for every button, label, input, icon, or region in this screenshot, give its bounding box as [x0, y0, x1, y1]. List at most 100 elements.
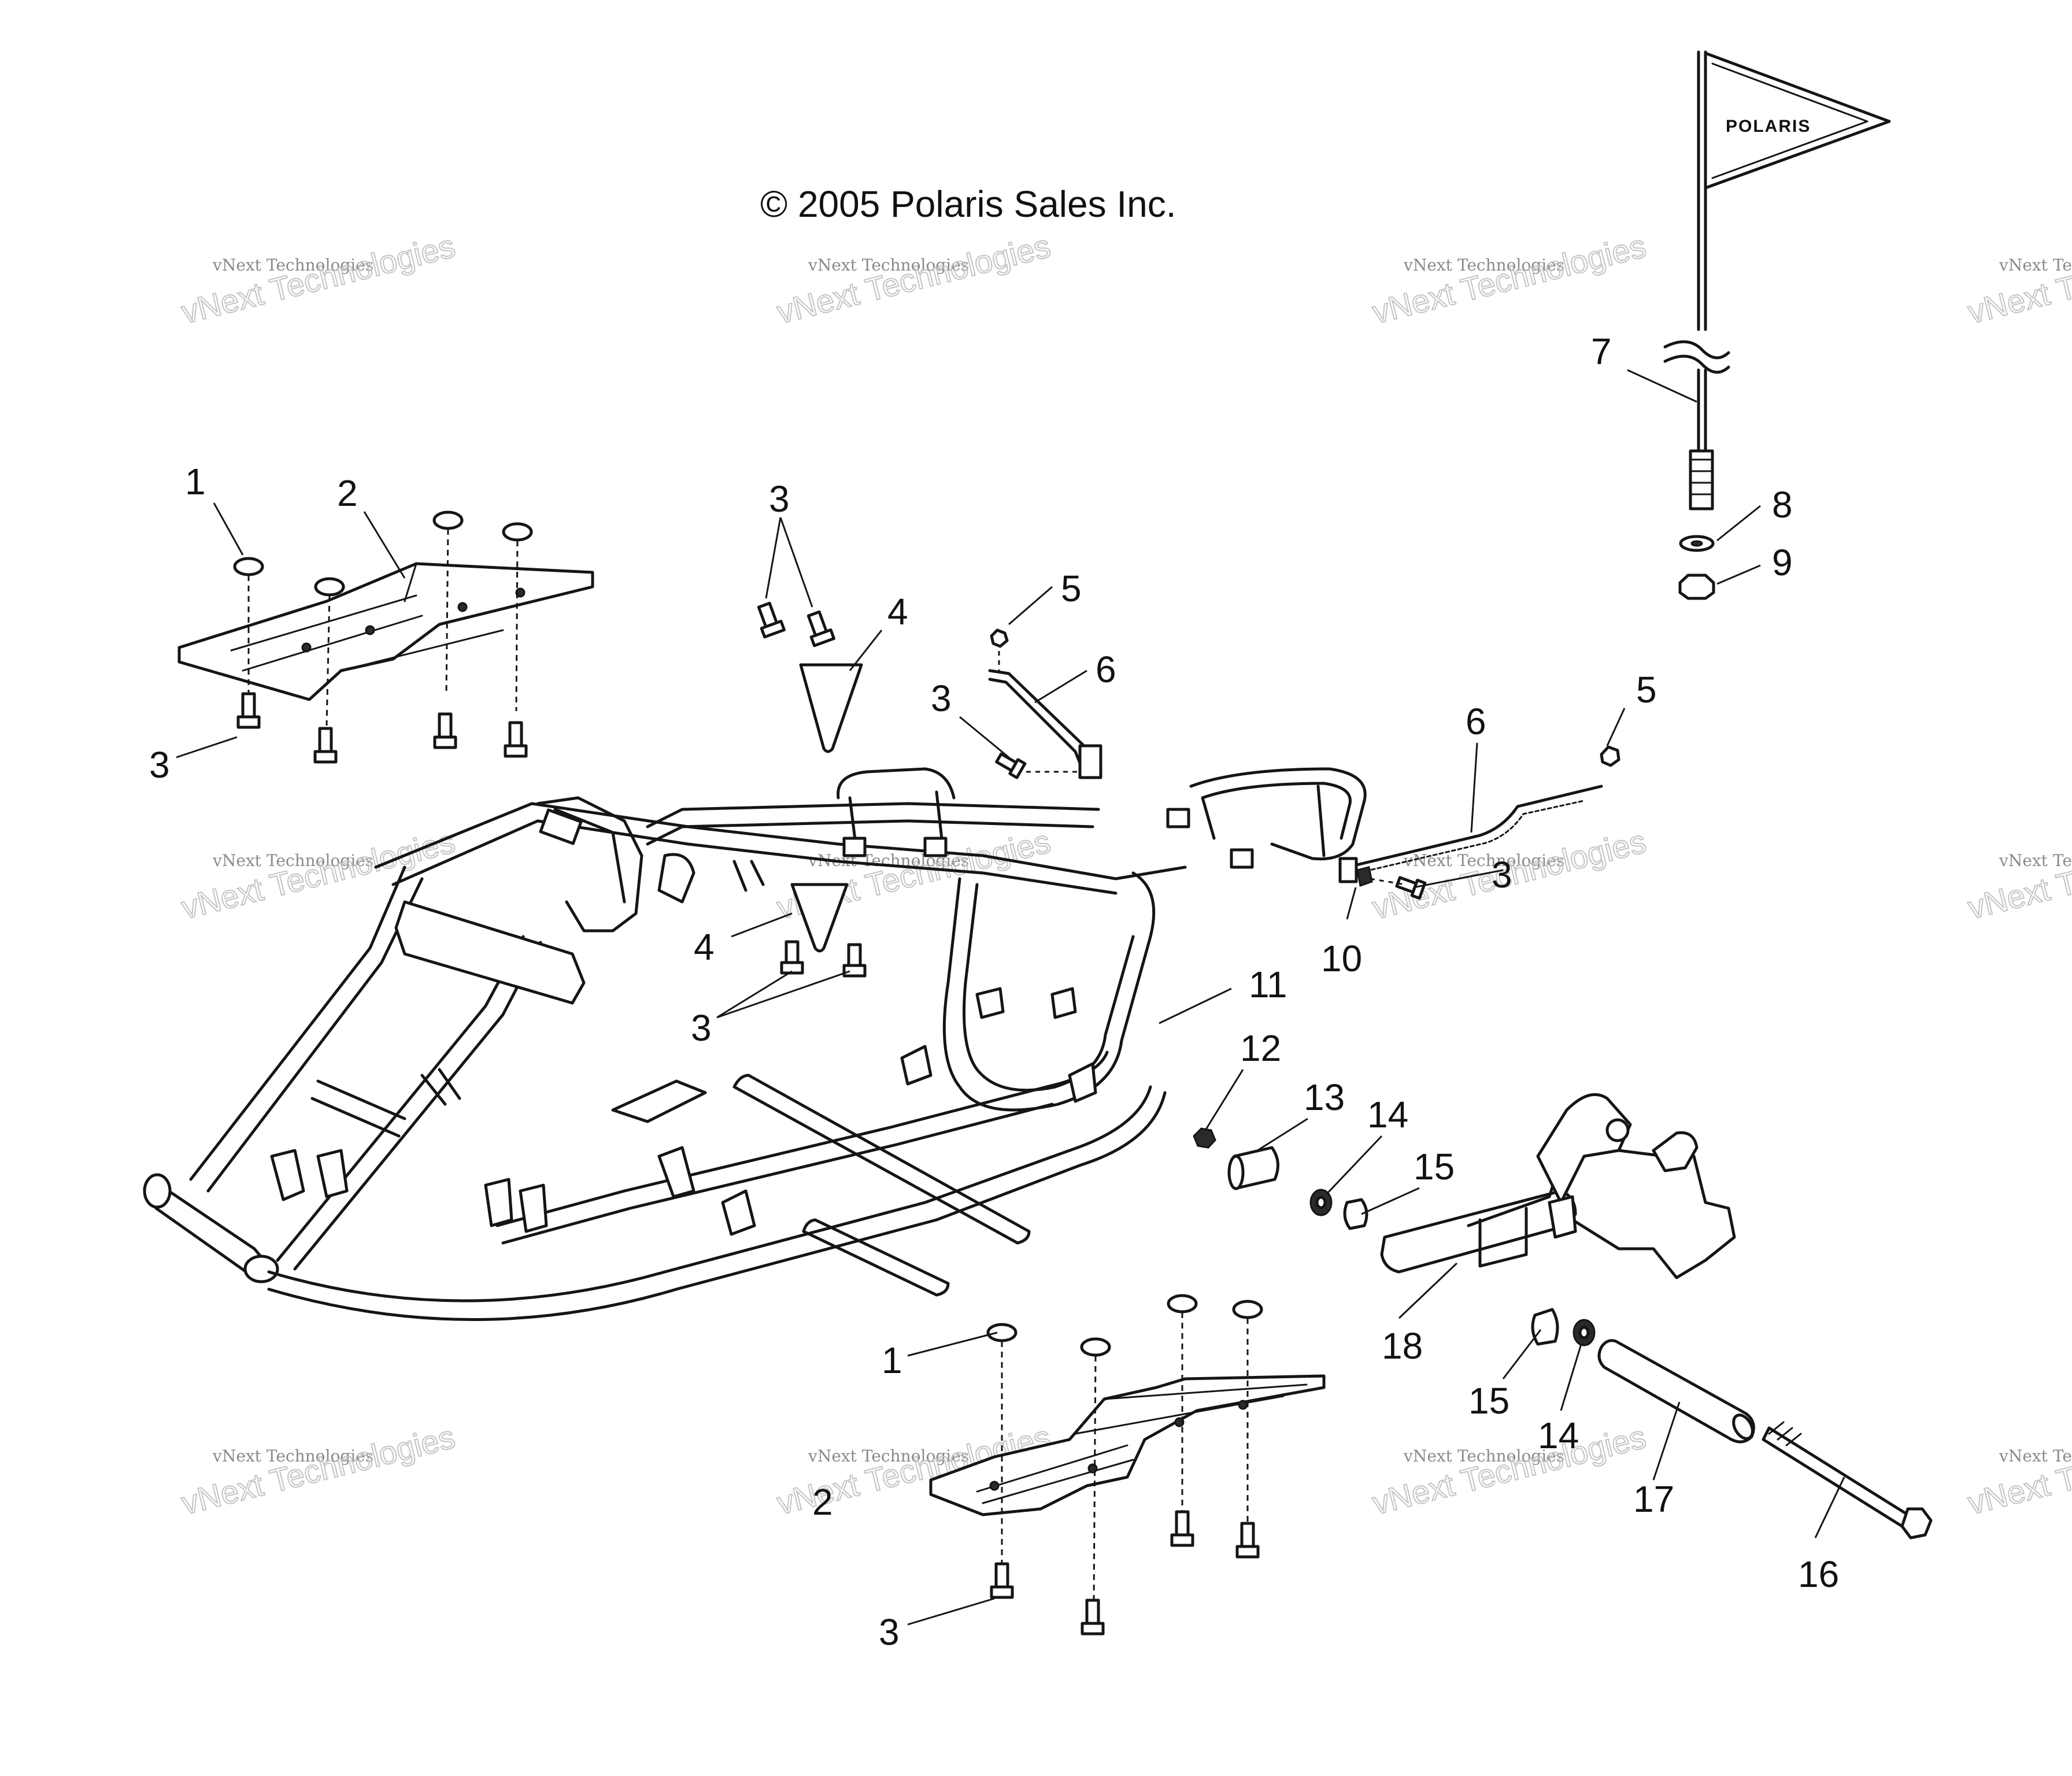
pivot-tube-17: [1597, 1339, 1755, 1444]
watermark-line: vNext Technologies: [1369, 227, 1649, 330]
watermark-line: vNext Technologies: [1964, 1418, 2072, 1521]
swing-arm-bracket: [1536, 1093, 1632, 1204]
watermark-line: vNext Technologies: [212, 256, 373, 275]
skid-plate-ribs: [230, 563, 504, 672]
callout-15: 15: [1414, 1146, 1455, 1187]
pivot-bolt-16: [1762, 1426, 1910, 1528]
skid-plate-hole: [301, 642, 312, 653]
callout-14: 14: [1367, 1094, 1408, 1135]
callout-labels: 1 2 3 3 4 5 6 3 7 8 9 6 5 3 10 4 3 11 12…: [149, 331, 1839, 1653]
skid-plate-hole: [989, 1481, 1000, 1491]
flag-nut: [1678, 574, 1715, 600]
swing-arm-gusset: [1548, 1195, 1577, 1239]
head-tube-bracket: [536, 796, 643, 933]
callout-4: 4: [694, 926, 715, 968]
watermark-line: vNext Technologies: [1369, 1418, 1649, 1521]
engine-mount: [721, 1189, 756, 1236]
callout-12: 12: [1240, 1027, 1281, 1069]
gusset-plate: [790, 883, 849, 953]
skid-plate-lower: [929, 1374, 1326, 1516]
watermark-line: vNext Technologies: [1999, 851, 2072, 870]
bolt: [1235, 1522, 1260, 1559]
fastener-axis-line: [1370, 878, 1405, 886]
seal-15: [1531, 1308, 1559, 1346]
well-nut: [314, 577, 345, 597]
bolt: [1170, 1510, 1194, 1547]
callout-11: 11: [1249, 964, 1287, 1005]
callout-9: 9: [1772, 542, 1793, 583]
well-nut: [1167, 1294, 1198, 1314]
callout-3: 3: [1492, 854, 1512, 896]
watermark-line: vNext Technologies: [1999, 256, 2072, 275]
push-nut: [990, 628, 1009, 648]
grommet: [1356, 866, 1373, 887]
frame-tab: [1050, 987, 1077, 1019]
leader-lines: [176, 369, 1845, 1626]
bushing-13-end: [1227, 1155, 1245, 1190]
pivot-tube-17-end: [1732, 1414, 1754, 1440]
watermark-tile: vNext Technologies vNext Technologies: [1368, 227, 1650, 331]
frame-tab: [975, 987, 1005, 1019]
gusset-plate: [799, 663, 863, 753]
watermark-tile: vNext Technologies vNext Technologies: [1964, 1418, 2072, 1522]
flag-bracket-rod-thread: [1352, 800, 1585, 875]
bolt: [780, 940, 804, 975]
safety-flag: POLARIS: [1663, 50, 1891, 600]
engine-mount: [657, 1146, 695, 1198]
callout-7: 7: [1591, 331, 1612, 372]
watermark-line: vNext Technologies: [1999, 1446, 2072, 1466]
cross-tube: [732, 1074, 1031, 1245]
bolt: [842, 943, 867, 978]
flag-pennant: [1704, 51, 1891, 190]
watermark-line: vNext Technologies: [774, 227, 1054, 330]
callout-13: 13: [1304, 1076, 1345, 1118]
skid-plate-upper-fasteners: [233, 510, 533, 764]
head-tube-cap: [539, 808, 583, 845]
watermark-tile: vNext Technologies vNext Technologies: [177, 227, 459, 331]
washer-14-hole: [1315, 1196, 1327, 1209]
flag-pole-thread: [1689, 449, 1714, 510]
callout-5: 5: [1636, 669, 1657, 711]
flag-bracket-foot: [1078, 744, 1102, 779]
cross-tube: [802, 1218, 950, 1297]
callout-4: 4: [887, 591, 908, 632]
nut-12: [1193, 1127, 1216, 1149]
bolt: [990, 1562, 1014, 1599]
skid-plate-upper: [177, 562, 594, 701]
rear-rack-posts: [848, 785, 1326, 857]
pivot-bolt-16-thread: [1768, 1421, 1802, 1446]
callout-3: 3: [691, 1007, 712, 1049]
flag-pennant-inner: [1711, 62, 1868, 179]
washer-14-hole: [1578, 1326, 1590, 1340]
bolt: [236, 692, 261, 729]
frame-tab: [900, 1045, 933, 1086]
upper-side-tube: [646, 802, 1100, 846]
inner-rail: [495, 1050, 1109, 1245]
copyright-text: © 2005 Polaris Sales Inc.: [760, 183, 1176, 225]
seal-15: [1343, 1198, 1368, 1230]
flag-brand-text: POLARIS: [1726, 117, 1811, 136]
well-nut: [1080, 1337, 1111, 1357]
front-bumper-end: [243, 1255, 279, 1283]
swingarm-pivot-parts: [1193, 1093, 1933, 1540]
well-nut: [432, 510, 464, 530]
callout-2: 2: [812, 1481, 833, 1523]
skid-plate-body: [177, 562, 594, 701]
watermark-line: vNext Technologies: [178, 1418, 458, 1521]
watermark-grid: vNext Technologies vNext Technologies vN…: [177, 227, 2072, 1522]
watermark-tile: vNext Technologies vNext Technologies: [1368, 1418, 1650, 1522]
watermark-line: vNext Technologies: [1403, 256, 1564, 275]
flag-pole-thread-lines: [1689, 458, 1714, 495]
well-nut: [1232, 1300, 1263, 1319]
callout-3: 3: [931, 678, 952, 719]
callout-10: 10: [1321, 938, 1362, 979]
flag-bracket-rod: [1345, 785, 1603, 869]
upper-frame-tube: [374, 802, 1187, 895]
fastener-axis-line: [247, 528, 519, 726]
pivot-bolt-16-head: [1900, 1507, 1933, 1540]
callout-6: 6: [1096, 649, 1116, 690]
bolt: [433, 712, 457, 749]
steering-support: [394, 900, 586, 1005]
callout-18: 18: [1382, 1325, 1423, 1367]
shock-mount: [657, 853, 765, 904]
